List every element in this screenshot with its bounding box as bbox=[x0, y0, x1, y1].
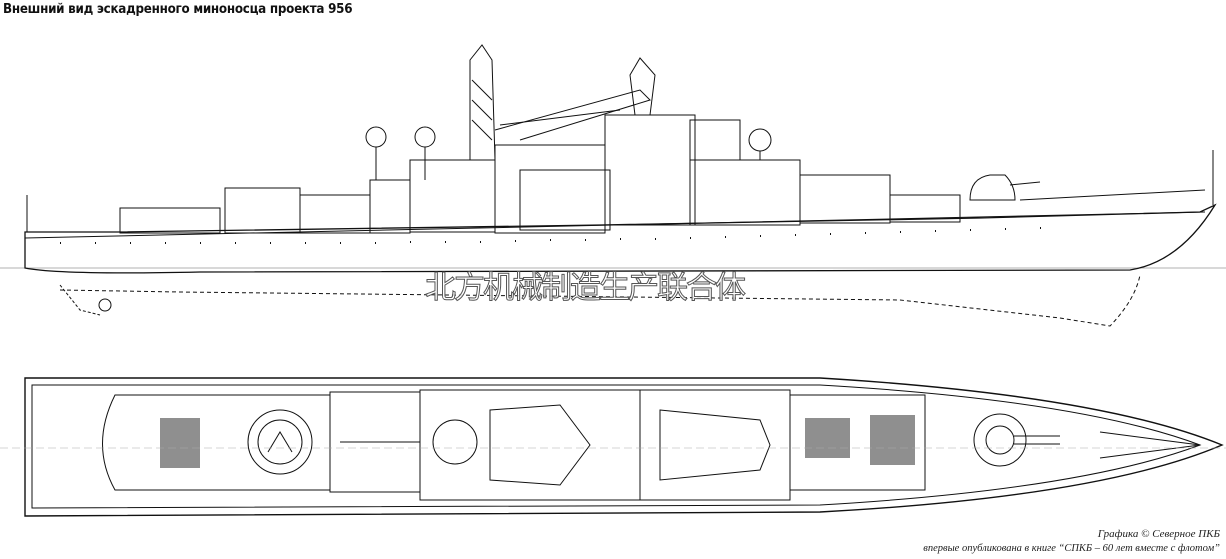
watermark-text: 北方机械制造生产联合体 bbox=[425, 270, 747, 307]
plan-view bbox=[0, 377, 1226, 517]
credit-graphics: Графика © Северное ПКБ bbox=[1097, 528, 1220, 540]
side-profile-view bbox=[0, 44, 1226, 327]
drawing-title: Внешний вид эскадренного миноносца проек… bbox=[3, 2, 353, 17]
credit-publication: впервые опубликована в книге “СПКБ – 60 … bbox=[923, 543, 1220, 554]
